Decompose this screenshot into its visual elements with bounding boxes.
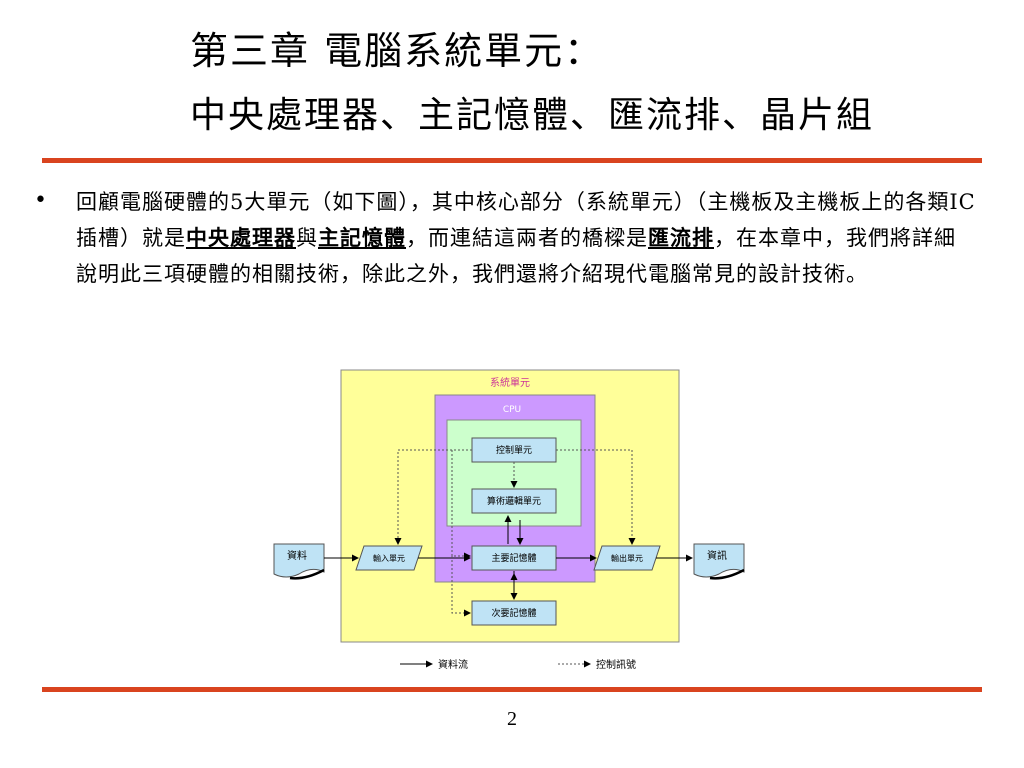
- control-signal-arrows: [394, 449, 636, 617]
- top-divider: [42, 158, 982, 163]
- input-unit-shape: [355, 545, 423, 571]
- emphasis-term: 主記憶體: [318, 225, 406, 250]
- output-unit-shape: [593, 545, 661, 571]
- secondary-memory-box: [471, 600, 557, 626]
- alu-label: 算術邏輯單元: [487, 495, 541, 507]
- emphasis-term: 匯流排: [648, 225, 714, 250]
- main-memory-label: 主要記憶體: [491, 552, 536, 564]
- body-paragraph: 回顧電腦硬體的5大單元（如下圖），其中核心部分（系統單元）（主機板及主機板上的各…: [76, 184, 976, 292]
- legend-control-label: 控制訊號: [596, 658, 636, 671]
- page-number: 2: [507, 708, 517, 730]
- body-text-segment: ，在本章中，我們將詳細說明此三項硬體的相關技術，除此之外，我們還將介紹現代電腦常…: [76, 226, 956, 286]
- emphasis-term: 中央處理器: [186, 225, 296, 250]
- main-memory-box: [471, 545, 557, 571]
- output-unit-label: 輸出單元: [611, 553, 643, 563]
- bottom-divider: [42, 687, 982, 692]
- data-flow-arrows: [324, 515, 693, 600]
- legend-data-label: 資料流: [438, 658, 468, 671]
- body-text-segment: 回顧電腦硬體的5大單元（如下圖），其中核心部分（系統單元）（主機板及主機板上的各…: [76, 190, 976, 250]
- system-unit-diagram: 系統單元 CPU 控制單元 算術邏輯單元 主要記憶體 次要記憶體 輸入單元 輸出…: [273, 369, 745, 671]
- data-document-label: 資料: [287, 549, 307, 562]
- chapter-subtitle: 中央處理器、主記憶體、匯流排、晶片組: [190, 95, 875, 136]
- alu-box: [471, 488, 557, 514]
- cpu-label: CPU: [503, 405, 521, 415]
- control-unit-label: 控制單元: [496, 444, 532, 456]
- bullet-marker: •: [34, 188, 47, 213]
- chapter-title: 第三章 電腦系統單元：: [190, 29, 605, 73]
- data-document-wave: [289, 568, 325, 580]
- info-document-wave: [709, 568, 745, 580]
- body-text-segment: ，而連結這兩者的橋樑是: [406, 226, 648, 250]
- system-unit-label: 系統單元: [490, 376, 530, 389]
- secondary-memory-label: 次要記憶體: [491, 607, 536, 619]
- info-document-label: 資訊: [707, 549, 727, 562]
- body-text-segment: 與: [296, 226, 318, 250]
- control-unit-box: [471, 437, 557, 463]
- input-unit-label: 輸入單元: [373, 553, 405, 563]
